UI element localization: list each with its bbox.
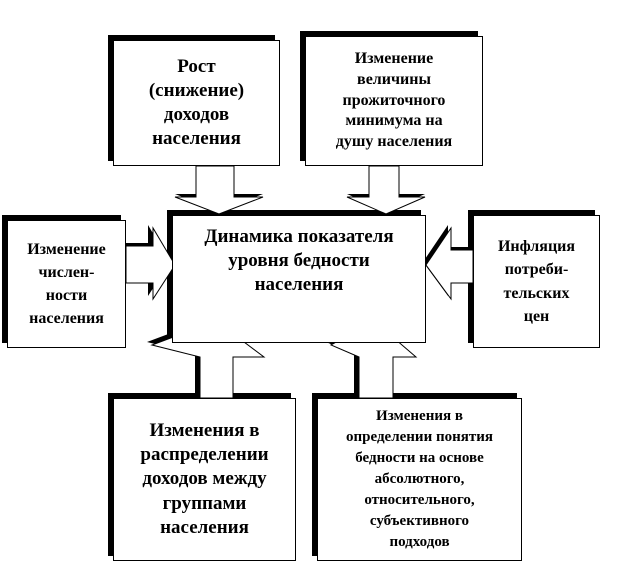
subsistence-factor-label: Изменение величины прожиточного минимума…: [335, 50, 453, 151]
inflation-box-face: [473, 215, 600, 348]
definition-factor-box: Изменения в определении понятия бедности…: [317, 398, 522, 561]
center-box-face: [172, 215, 426, 343]
distribution-box-face: [113, 398, 296, 561]
poverty-dynamics-box: Динамика показателя уровня бедности насе…: [172, 215, 426, 343]
arrow-population-to-center: [125, 226, 176, 301]
population-box-face: [7, 220, 126, 348]
inflation-factor-box: Инфляция потреби- тельских цен: [473, 215, 600, 348]
distribution-factor-box: Изменения в распределении доходов между …: [113, 398, 296, 561]
definition-box-face: [317, 398, 522, 561]
arrow-income-to-center: [174, 165, 264, 215]
poverty-dynamics-label: Динамика показателя уровня бедности насе…: [204, 226, 394, 296]
distribution-factor-label: Изменения в распределении доходов между …: [140, 420, 269, 538]
arrow-inflation-to-center: [425, 226, 474, 301]
arrow-subsistence-to-center: [346, 165, 426, 215]
subsistence-factor-box: Изменение величины прожиточного минимума…: [305, 36, 483, 166]
income-factor-box: Рост (снижение) доходов населения: [113, 40, 280, 166]
subsistence-box-face: [305, 36, 483, 166]
population-factor-box: Изменение числен- ности населения: [7, 220, 126, 348]
population-factor-label: Изменение числен- ности населения: [27, 240, 106, 328]
definition-factor-label: Изменения в определении понятия бедности…: [346, 408, 493, 550]
income-box-face: [113, 40, 280, 166]
income-factor-label: Рост (снижение) доходов населения: [148, 55, 245, 150]
inflation-factor-label: Инфляция потреби- тельских цен: [497, 238, 576, 325]
